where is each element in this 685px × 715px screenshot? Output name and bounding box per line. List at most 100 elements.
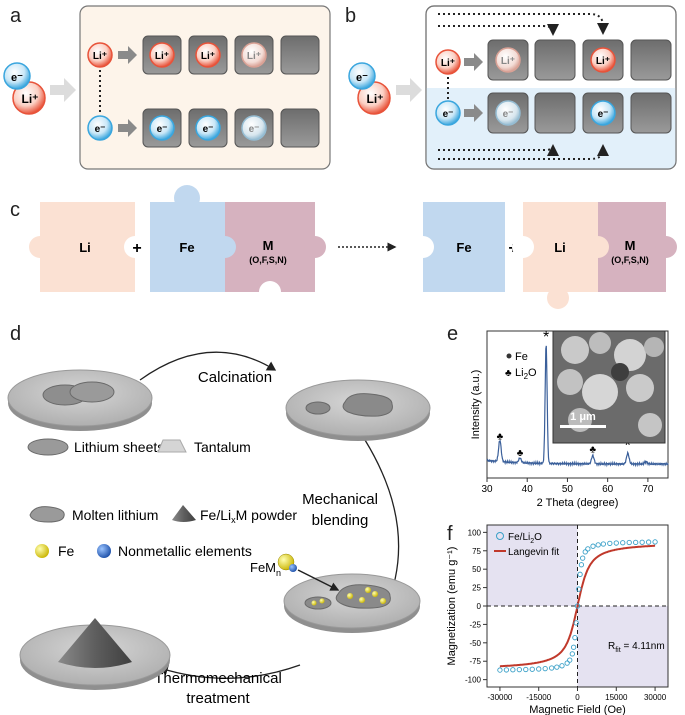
empty-cell <box>534 39 576 81</box>
cell-label: e⁻ <box>249 124 260 135</box>
legend-data-sub: 2 <box>530 538 534 545</box>
cell-label: Li⁺ <box>201 51 215 62</box>
legend-nonmetal: Nonmetallic elements <box>118 543 252 559</box>
data-point <box>600 541 607 547</box>
disc-blending <box>283 573 421 633</box>
data-point <box>564 660 570 666</box>
rfit-prefix: R <box>608 641 615 652</box>
peak-marker: * <box>625 437 631 454</box>
panel-b-label: b <box>345 5 356 27</box>
li-ion-label: Li⁺ <box>22 92 39 106</box>
fe-particle-icon <box>359 597 365 603</box>
legend-li2o-suffix: O <box>528 367 537 379</box>
legend-powder-sub: x <box>231 515 236 525</box>
legend-data: Fe/Li2O <box>508 532 542 545</box>
li-ion-icon <box>87 42 113 68</box>
puzzle-piece <box>423 202 505 292</box>
data-point <box>620 540 626 546</box>
y-axis-label: Magnetization (emu g⁻¹) <box>446 547 458 666</box>
fe-legend-icon <box>35 544 49 558</box>
step-thermo-line1: Thermomechanical <box>154 670 282 687</box>
data-point <box>577 571 583 577</box>
panel-d-label: d <box>10 323 21 345</box>
legend-data-prefix: Fe/Li <box>508 532 530 543</box>
fe-marker-icon <box>506 353 512 359</box>
data-point <box>639 539 645 545</box>
electron-label: e⁻ <box>11 72 23 84</box>
puzzle-socket <box>124 236 146 258</box>
legend-data-suffix: O <box>534 532 542 543</box>
piece-sublabel: (O,F,S,N) <box>611 255 649 265</box>
data-point <box>652 539 658 545</box>
data-point <box>569 651 575 657</box>
source-label: Li⁺ <box>93 51 107 62</box>
disc-powder <box>19 618 171 690</box>
y-tick-label: 100 <box>468 528 482 537</box>
puzzle-socket <box>412 236 434 258</box>
rfit-sub: fit <box>615 647 621 654</box>
y-tick-label: 25 <box>472 584 481 593</box>
data-point <box>607 540 613 547</box>
cell-label: e⁻ <box>203 124 214 135</box>
puzzle-knob <box>214 236 236 258</box>
panel-a-label: a <box>10 5 22 27</box>
x-tick-label: 50 <box>562 484 574 495</box>
data-point <box>510 667 516 673</box>
puzzle-socket <box>512 236 534 258</box>
powder-icon <box>172 505 196 522</box>
y-tick-label: -100 <box>465 676 482 685</box>
legend-li2o: Li2O <box>515 367 537 381</box>
piece-label: Li <box>79 240 91 255</box>
puzzle-m-left: M (O,F,S,N) <box>214 202 326 303</box>
data-point <box>516 666 522 673</box>
input-arrow-icon <box>396 78 422 102</box>
data-point <box>570 644 577 650</box>
rfit-annotation: Rfit = 4.11nm <box>608 641 665 654</box>
arrow-icon <box>118 46 137 64</box>
panel-c-label: c <box>10 199 20 221</box>
empty-cell <box>534 92 576 134</box>
x-tick-label: -15000 <box>526 693 551 702</box>
cell-row-bottom: e⁻ e⁻ e⁻ <box>142 108 320 148</box>
data-point <box>503 667 510 673</box>
data-point <box>633 539 639 546</box>
legend-powder-prefix: Fe/Li <box>200 507 231 523</box>
lithium-sheet-icon <box>27 438 69 456</box>
empty-cell <box>630 92 672 134</box>
panel-b-input-pair: e⁻ Li⁺ <box>348 62 391 115</box>
fe-particle-icon <box>347 593 353 599</box>
lithium-sheet-icon <box>69 381 115 403</box>
y-tick-label: 0 <box>477 602 482 611</box>
tantalum-icon <box>157 439 187 453</box>
piece-sublabel: (O,F,S,N) <box>249 255 287 265</box>
peak-marker: ♣ <box>590 445 597 456</box>
cell-label: Li⁺ <box>501 56 515 67</box>
empty-cell <box>630 39 672 81</box>
puzzle-piece <box>598 202 666 292</box>
input-arrow-icon <box>50 78 76 102</box>
fe-particle-icon <box>311 600 317 606</box>
electron-icon <box>590 100 616 126</box>
step-blending-line2: blending <box>312 512 369 529</box>
cell-label: Li⁺ <box>155 51 169 62</box>
data-point <box>645 539 652 545</box>
femn-particle: FeMn <box>250 553 340 591</box>
legend-powder-suffix: M powder <box>236 507 298 523</box>
xrd-legend: Fe ♣ Li2O <box>505 351 537 381</box>
particle-cluster <box>614 339 646 371</box>
puzzle-piece <box>523 202 598 292</box>
data-point <box>613 540 619 546</box>
cell-label: Li⁺ <box>596 56 610 67</box>
plus-sign: + <box>132 240 141 257</box>
powder-cone-icon <box>58 618 132 668</box>
particle-cluster <box>582 374 618 410</box>
particle-cluster <box>644 337 664 357</box>
data-point <box>578 562 585 568</box>
puzzle-piece <box>225 202 315 292</box>
puzzle-li-left: Li <box>29 202 146 292</box>
data-point <box>536 666 542 672</box>
quadrant-shade <box>577 606 668 687</box>
x-tick-label: 40 <box>522 484 534 495</box>
